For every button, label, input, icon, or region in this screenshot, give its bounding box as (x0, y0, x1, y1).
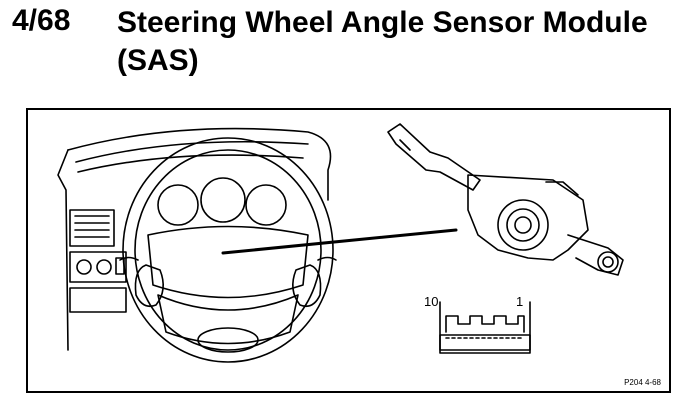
pin-label-right: 1 (516, 294, 524, 309)
steering-wheel-drawing (119, 137, 337, 363)
column-switch-module-drawing (387, 123, 624, 276)
title-line-2: (SAS) (117, 44, 199, 77)
figure-code: P204 4-68 (624, 378, 661, 387)
page-title: Steering Wheel Angle Sensor Module (SAS) (117, 4, 677, 80)
dashboard-drawing (57, 127, 332, 351)
connector-pinout-drawing (439, 301, 531, 354)
section-number: 4/68 (12, 4, 71, 37)
figure-illustration (57, 123, 624, 363)
figure-frame: 10 1 P204 4-68 (26, 108, 671, 393)
pin-label-left: 10 (424, 294, 439, 309)
title-line-1: Steering Wheel Angle Sensor Module (117, 6, 648, 39)
pointer-line (221, 228, 458, 255)
